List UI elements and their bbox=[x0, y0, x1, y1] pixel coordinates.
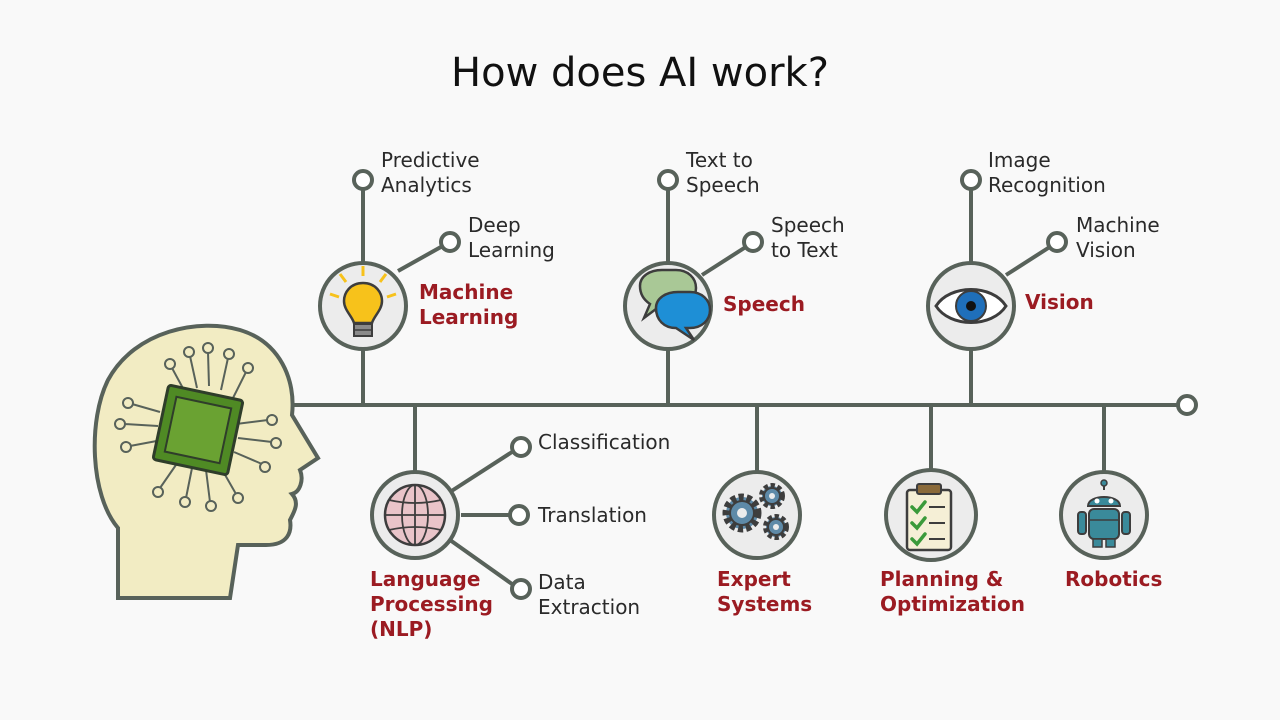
image-recognition-node bbox=[960, 169, 982, 191]
predictive-node bbox=[352, 169, 374, 191]
tts-node bbox=[657, 169, 679, 191]
category-machine-learning: Machine Learning bbox=[419, 280, 519, 329]
category-planning-optimization: Planning & Optimization bbox=[880, 567, 1025, 616]
subitem-deep-learning: Deep Learning bbox=[468, 213, 555, 262]
deep-learning-node bbox=[439, 231, 461, 253]
nlp-classification-branch bbox=[448, 450, 514, 494]
translation-node bbox=[508, 504, 530, 526]
subitem-speech-to-text: Speech to Text bbox=[771, 213, 845, 262]
eye-icon bbox=[934, 288, 1008, 324]
subitem-machine-vision: Machine Vision bbox=[1076, 213, 1160, 262]
checklist-icon bbox=[905, 483, 953, 552]
speech-bubbles-icon bbox=[638, 268, 712, 342]
gears-icon bbox=[722, 483, 789, 540]
subitem-data-extraction: Data Extraction bbox=[538, 570, 641, 619]
globe-icon bbox=[383, 483, 447, 547]
subitem-classification: Classification bbox=[538, 430, 671, 454]
trunk-end-node bbox=[1176, 394, 1198, 416]
ml-deep-branch bbox=[397, 241, 449, 273]
lightbulb-icon bbox=[329, 266, 397, 337]
extraction-node bbox=[510, 578, 532, 600]
subitem-image-recognition: Image Recognition bbox=[988, 148, 1106, 197]
robot-icon bbox=[1077, 479, 1131, 548]
machine-vision-node bbox=[1046, 231, 1068, 253]
category-nlp: Language Processing (NLP) bbox=[370, 567, 493, 641]
stt-node bbox=[742, 231, 764, 253]
subitem-translation: Translation bbox=[538, 503, 647, 527]
category-robotics: Robotics bbox=[1065, 567, 1163, 591]
classification-node bbox=[510, 436, 532, 458]
head-icon bbox=[92, 323, 321, 600]
speech-stt-branch bbox=[700, 241, 754, 277]
page-title: How does AI work? bbox=[451, 50, 829, 96]
vision-mv-branch bbox=[1004, 241, 1058, 277]
subitem-text-to-speech: Text to Speech bbox=[686, 148, 760, 197]
nlp-extraction-branch bbox=[448, 538, 514, 586]
category-speech: Speech bbox=[723, 292, 805, 316]
category-expert-systems: Expert Systems bbox=[717, 567, 813, 616]
subitem-predictive-analytics: Predictive Analytics bbox=[381, 148, 480, 197]
category-vision: Vision bbox=[1025, 290, 1094, 314]
